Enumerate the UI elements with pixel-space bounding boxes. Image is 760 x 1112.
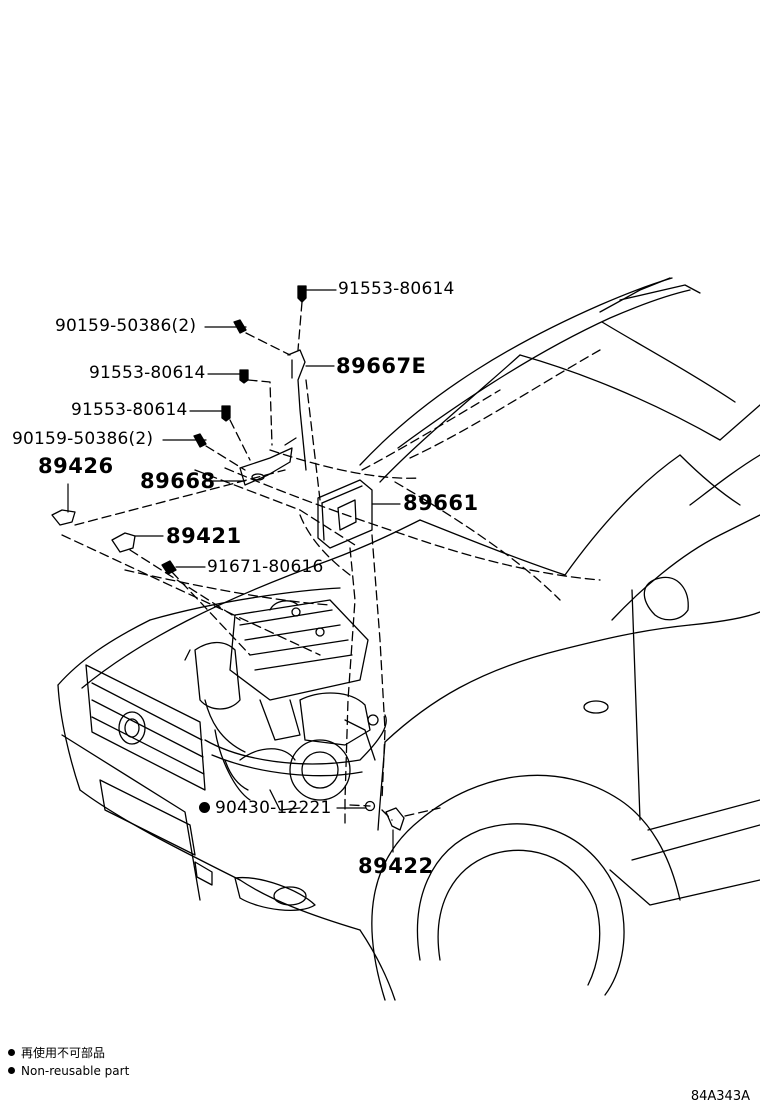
legend-english: Non-reusable part [8, 1065, 129, 1077]
callout-90430-12221: 90430-12221 [199, 800, 332, 817]
callout-91553-80614-mid: 91553-80614 [89, 363, 206, 383]
legend-japanese: 再使用不可部品 [8, 1047, 105, 1059]
vehicle-body-outline [57, 277, 760, 1001]
bracket-89668 [239, 437, 297, 486]
callout-90159-50386-lower: 90159-50386(2) [12, 429, 154, 449]
bracket-89667E [287, 349, 307, 471]
callout-89667E: 89667E [336, 354, 427, 378]
callout-89668: 89668 [140, 469, 216, 493]
callout-90159-50386-upper: 90159-50386(2) [55, 316, 197, 336]
leader-dashes [61, 301, 601, 826]
engine-assembly [184, 599, 379, 811]
legend-dot-icon [8, 1067, 15, 1074]
callout-89422: 89422 [358, 854, 434, 878]
legend-dot-icon [8, 1049, 15, 1056]
sensor-89421 [111, 532, 136, 553]
callout-89426: 89426 [38, 454, 114, 478]
callout-89421: 89421 [166, 524, 242, 548]
ecu-89661 [317, 479, 373, 549]
callout-91671-80616: 91671-80616 [207, 557, 324, 577]
callout-89661: 89661 [403, 491, 479, 515]
callout-91553-80614-lower: 91553-80614 [71, 400, 188, 420]
callout-91553-80614-top: 91553-80614 [338, 279, 455, 299]
callout-90430-12221-text: 90430-12221 [215, 798, 332, 818]
sensor-89422 [385, 807, 405, 831]
legend-japanese-text: 再使用不可部品 [21, 1046, 106, 1060]
bolts [161, 285, 376, 812]
callout-leaders [67, 289, 401, 853]
legend-english-text: Non-reusable part [21, 1064, 130, 1078]
non-reusable-dot-icon [199, 802, 210, 813]
sensor-89426 [51, 509, 76, 526]
drawing-code: 84A343A [690, 1089, 750, 1104]
